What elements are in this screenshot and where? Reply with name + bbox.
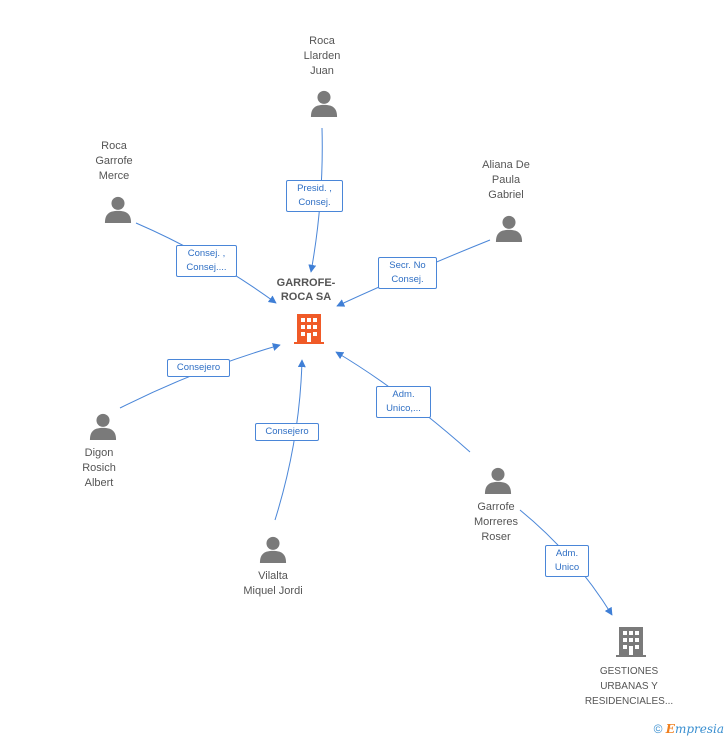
brand-logo: Empresia [665,722,724,736]
edge-label-digon: Consejero [167,359,230,377]
brand-footer: © Empresia [654,722,724,736]
edge-label-morreres: Adm. Unico,... [376,386,431,418]
edge-label-merce: Consej. , Consej.... [176,245,237,277]
person-label-aliana[interactable]: Aliana De Paula Gabriel [482,159,530,201]
person-icon[interactable] [259,536,287,563]
edge-label-gestiones: Adm. Unico [545,545,589,577]
person-icon[interactable] [495,215,523,242]
person-icon[interactable] [484,467,512,494]
person-icon[interactable] [310,90,338,117]
edge-label-aliana: Secr. No Consej. [378,257,437,289]
edge-label-vilalta: Consejero [255,423,319,441]
person-label-llarden[interactable]: Roca Llarden Juan [303,35,341,77]
building-icon[interactable] [616,627,646,657]
edge-label-llarden: Presid. , Consej. [286,180,343,212]
person-label-vilalta[interactable]: Vilalta Miquel Jordi [243,570,303,597]
person-label-digon[interactable]: Digon Rosich Albert [82,447,116,489]
copyright-symbol: © [653,722,663,736]
person-label-garrofe-merce[interactable]: Roca Garrofe Merce [95,140,133,182]
person-icon[interactable] [89,413,117,440]
person-icon[interactable] [104,196,132,223]
building-icon[interactable] [294,314,324,344]
person-label-morreres[interactable]: Garrofe Morreres Roser [473,501,518,543]
company-label-gestiones[interactable]: GESTIONES URBANAS Y RESIDENCIALES... [584,666,674,707]
center-company-label[interactable]: GARROFE- ROCA SA [276,277,336,303]
